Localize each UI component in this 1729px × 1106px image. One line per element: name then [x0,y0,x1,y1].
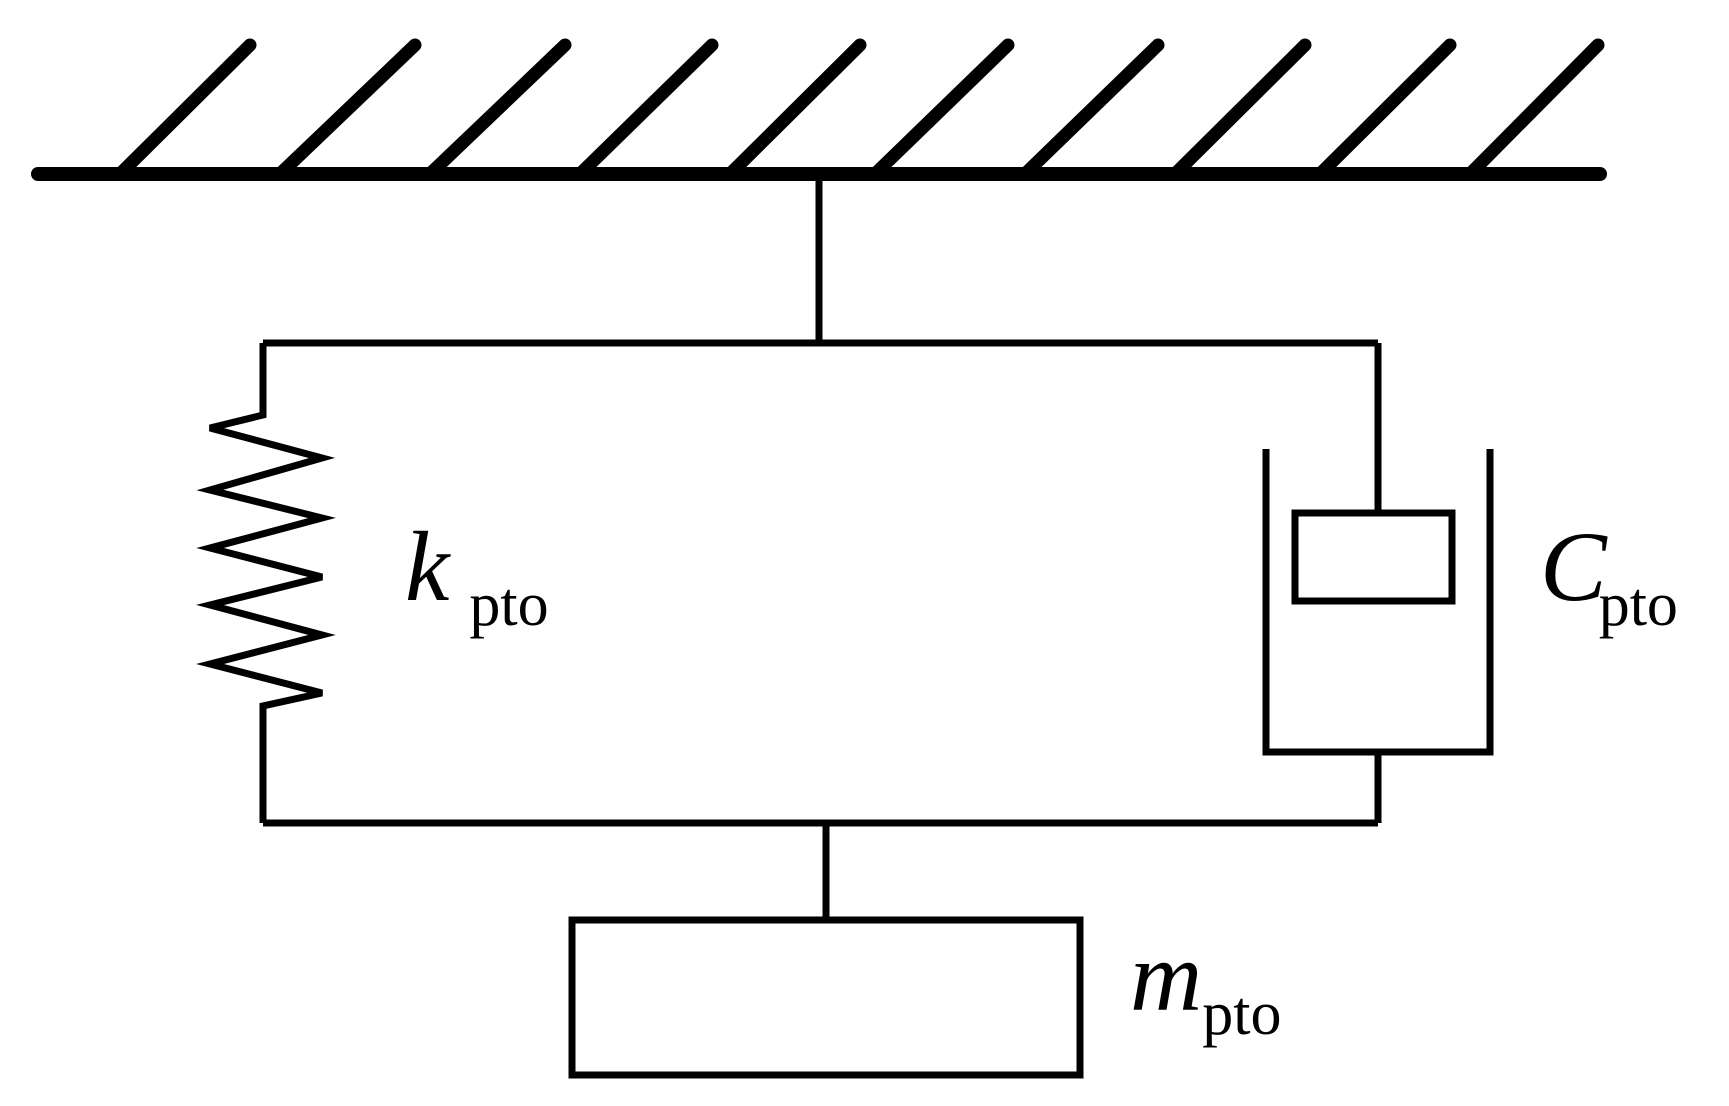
hatch-mark [425,38,572,179]
mass-label-subscript: pto [1202,980,1281,1048]
damper [1262,343,1494,823]
hatch-mark [870,38,1015,179]
damper-label-subscript: pto [1599,571,1678,639]
spring [196,343,336,823]
hatch-mark [1170,38,1312,179]
hatch-mark [115,38,257,179]
spring-label-symbol: k [405,511,451,622]
spring-coil [196,343,336,823]
fixed-ground [31,38,1607,181]
mass-label-symbol: m [1130,921,1202,1032]
spring-label-subscript: pto [469,571,548,639]
damper-piston [1291,509,1456,605]
hatch-mark [1465,38,1605,179]
hatch-mark [725,38,867,179]
hatch-mark [575,38,719,179]
damper-label-symbol: C [1540,511,1608,622]
damper-label: Cpto [1540,511,1678,639]
mass-block [568,916,1084,1079]
hatch-mark [1020,38,1165,179]
ground-hatching [115,38,1605,179]
hatch-mark [275,38,422,179]
mass-label: mpto [1130,921,1281,1048]
hatch-mark [1315,38,1457,179]
